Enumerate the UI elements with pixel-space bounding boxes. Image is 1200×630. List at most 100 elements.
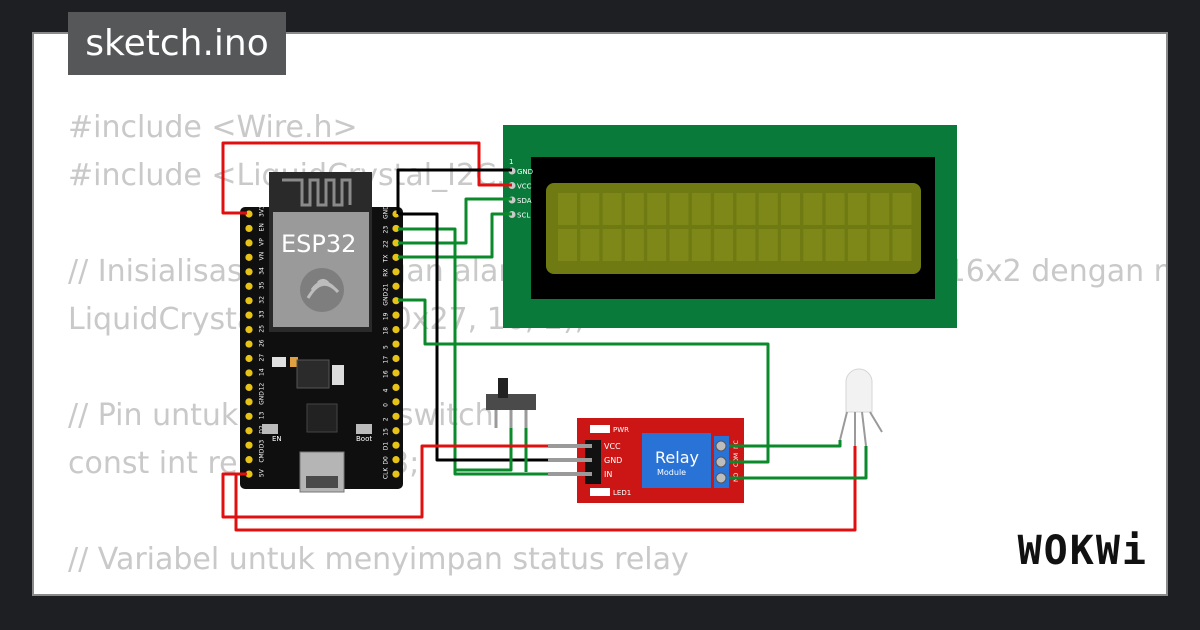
esp32-pin[interactable] (392, 340, 400, 348)
boot-button-label: Boot (356, 435, 372, 443)
esp32-pin[interactable] (245, 470, 253, 478)
lcd-cell (781, 229, 800, 261)
wire-23-relay-in[interactable] (398, 227, 548, 476)
esp32-pin[interactable] (392, 456, 400, 464)
wire-3v3-lcd-vcc[interactable] (221, 141, 512, 215)
esp32-pin[interactable] (245, 210, 253, 218)
en-button[interactable] (262, 424, 278, 434)
terminal-screw (715, 456, 727, 468)
wire-switch[interactable] (455, 428, 513, 472)
esp32-usb-chip (306, 403, 338, 433)
esp32-pin[interactable] (392, 398, 400, 406)
esp32-pin-label: 25 (259, 325, 266, 333)
esp32-pin[interactable] (245, 282, 253, 290)
switch-knob[interactable] (498, 378, 508, 398)
esp32-pin[interactable] (392, 253, 400, 261)
relay-pin-label: GND (604, 456, 622, 465)
esp32-pin[interactable] (245, 354, 253, 363)
esp32-pin[interactable] (392, 441, 400, 449)
esp32-pin[interactable] (245, 297, 253, 305)
wire-gnd-lcd-gnd[interactable] (396, 168, 512, 214)
lcd-pin-label: SDA (517, 197, 532, 205)
relay-block (642, 433, 711, 488)
esp32-pin[interactable] (392, 470, 400, 478)
esp32-pin[interactable] (392, 239, 400, 247)
esp32-pin[interactable] (392, 412, 400, 420)
esp32-pin-label: CMD (259, 448, 266, 462)
relay-title: Relay (655, 448, 699, 467)
esp32-pin[interactable] (245, 326, 253, 334)
esp32-pin-label: 18 (383, 327, 390, 335)
esp32-pin[interactable] (245, 427, 253, 435)
lcd-cell (870, 229, 890, 261)
boot-button[interactable] (356, 424, 372, 434)
esp32-pin[interactable] (245, 268, 253, 276)
antenna-trace (282, 178, 352, 207)
lcd-cell (558, 193, 577, 225)
esp32-pin[interactable] (245, 239, 253, 247)
esp32-pin[interactable] (392, 282, 400, 290)
lcd-cell (602, 229, 622, 261)
esp32-pin[interactable] (245, 441, 253, 449)
esp32-pin-label: 32 (259, 296, 266, 304)
slide-switch[interactable] (486, 378, 536, 428)
esp32-board[interactable]: ESP32 3V3ENVPVN343532332526271412GND13D2… (240, 172, 403, 493)
wires (221, 141, 868, 532)
esp32-pin[interactable] (392, 224, 400, 233)
esp32-pin[interactable] (245, 412, 253, 420)
esp32-pin[interactable] (392, 297, 400, 305)
esp32-pin[interactable] (392, 268, 400, 276)
esp32-smd-part (332, 365, 344, 385)
wire-com[interactable] (398, 298, 770, 464)
lcd-cell (580, 229, 600, 261)
esp32-pin-label: RX (383, 269, 390, 277)
esp32-pin-label: 3V3 (259, 205, 266, 217)
wire-5v-relay-vcc[interactable] (221, 444, 548, 519)
esp32-pin-label: TX (383, 255, 390, 264)
wire-nc-led[interactable] (729, 440, 842, 448)
esp32-pin[interactable] (245, 369, 253, 377)
esp32-pin[interactable] (245, 340, 253, 348)
wokwi-logo: WOKWi (1017, 528, 1148, 574)
esp32-pin[interactable] (245, 311, 253, 319)
wire-sda[interactable] (398, 197, 512, 245)
relay-module[interactable]: Relay Module PWR LED1 VCC GND IN NC COM … (548, 418, 744, 503)
esp32-pin[interactable] (245, 224, 253, 233)
esp32-pin[interactable] (392, 354, 400, 363)
lcd-cell (847, 229, 867, 261)
esp32-pin-label: VP (259, 238, 266, 246)
esp32-pin-label: D3 (259, 440, 266, 449)
filename-badge: sketch.ino (68, 12, 286, 75)
wire-gnd-relay[interactable] (398, 212, 548, 462)
esp32-pin-label: 12 (259, 383, 266, 391)
wire-scl[interactable] (398, 212, 512, 259)
wire-led[interactable] (234, 446, 857, 532)
esp32-pin-label: 13 (259, 411, 266, 419)
esp32-pin-label: 35 (259, 281, 266, 289)
esp32-pin-label: GND (383, 292, 390, 306)
esp32-pin[interactable] (392, 383, 400, 391)
espressif-logo-mark (306, 279, 340, 299)
en-button-label: EN (272, 435, 282, 443)
wire-no-led[interactable] (729, 446, 868, 480)
lcd-cell (580, 193, 600, 225)
esp32-pin[interactable] (245, 398, 253, 406)
esp32-pin[interactable] (245, 383, 253, 391)
esp32-left-header: 3V3ENVPVN343532332526271412GND13D2D3CMD5… (245, 205, 266, 478)
esp32-pin-label: GND (259, 391, 266, 405)
esp32-pin[interactable] (245, 253, 253, 261)
esp32-pin[interactable] (392, 369, 400, 377)
lcd-pin-label: GND (517, 168, 533, 176)
rgb-led[interactable] (839, 368, 883, 447)
esp32-pin[interactable] (392, 326, 400, 334)
esp32-pin-label: 19 (383, 312, 390, 320)
esp32-pin[interactable] (245, 456, 253, 464)
esp32-pin[interactable] (392, 311, 400, 319)
lcd-cell (624, 193, 644, 225)
esp32-pin[interactable] (392, 427, 400, 435)
lcd-cell (892, 193, 912, 225)
